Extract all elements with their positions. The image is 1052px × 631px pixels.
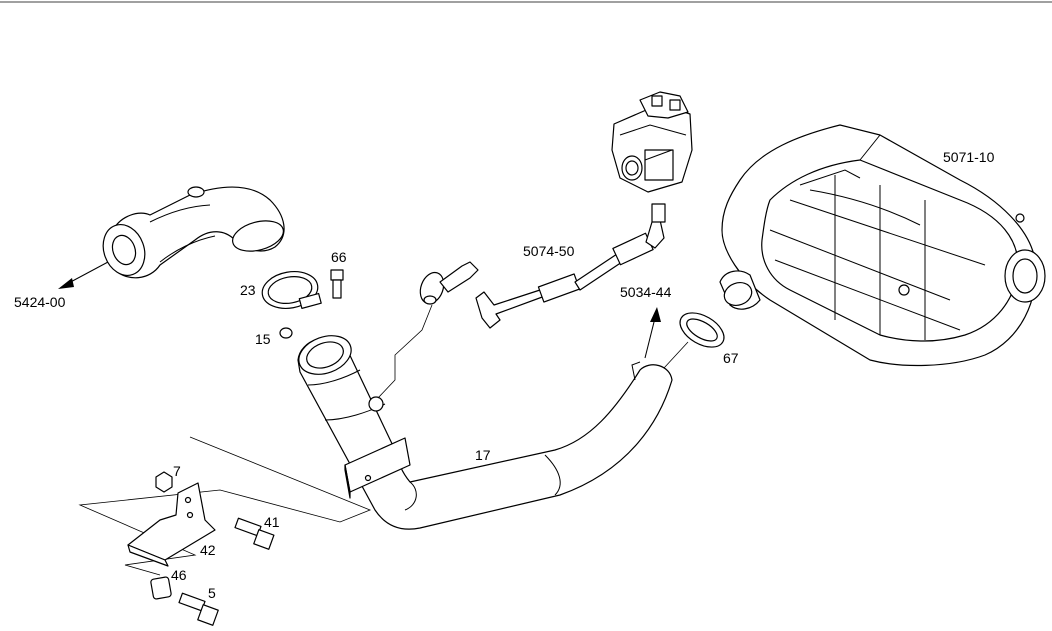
exhaust-pipe-17 (297, 335, 673, 530)
label-5: 5 (208, 585, 216, 601)
leader-frame (78, 436, 372, 576)
clamp-23 (261, 271, 322, 309)
label-5071-10: 5071-10 (943, 149, 995, 165)
muffler (719, 124, 1046, 367)
bolt-66 (330, 269, 344, 299)
ring-67 (679, 312, 725, 348)
arrow-5034-head (650, 307, 661, 322)
bracket-42 (127, 482, 216, 567)
label-23: 23 (240, 282, 256, 298)
bolt-41 (234, 517, 275, 550)
spacer-46 (150, 576, 172, 600)
bolt-5 (178, 592, 219, 626)
label-7: 7 (173, 463, 181, 479)
label-5034-44: 5034-44 (620, 284, 672, 300)
label-5424-00: 5424-00 (14, 294, 66, 310)
exhaust-valve (611, 91, 693, 193)
label-5074-50: 5074-50 (523, 243, 575, 259)
label-46: 46 (171, 567, 187, 583)
label-42: 42 (200, 542, 216, 558)
sensor-line-5074 (419, 203, 666, 329)
label-41: 41 (264, 514, 280, 530)
leader-67 (663, 341, 689, 369)
leader-sensor (377, 304, 433, 399)
nut-7 (155, 471, 173, 493)
arrow-5034-shaft (644, 317, 656, 359)
arrow-5424-head (58, 278, 74, 289)
label-66: 66 (331, 249, 347, 265)
label-67: 67 (723, 350, 739, 366)
label-15: 15 (255, 331, 271, 347)
intake-pipe (102, 186, 285, 279)
nut-15 (279, 327, 293, 339)
label-17: 17 (475, 447, 491, 463)
